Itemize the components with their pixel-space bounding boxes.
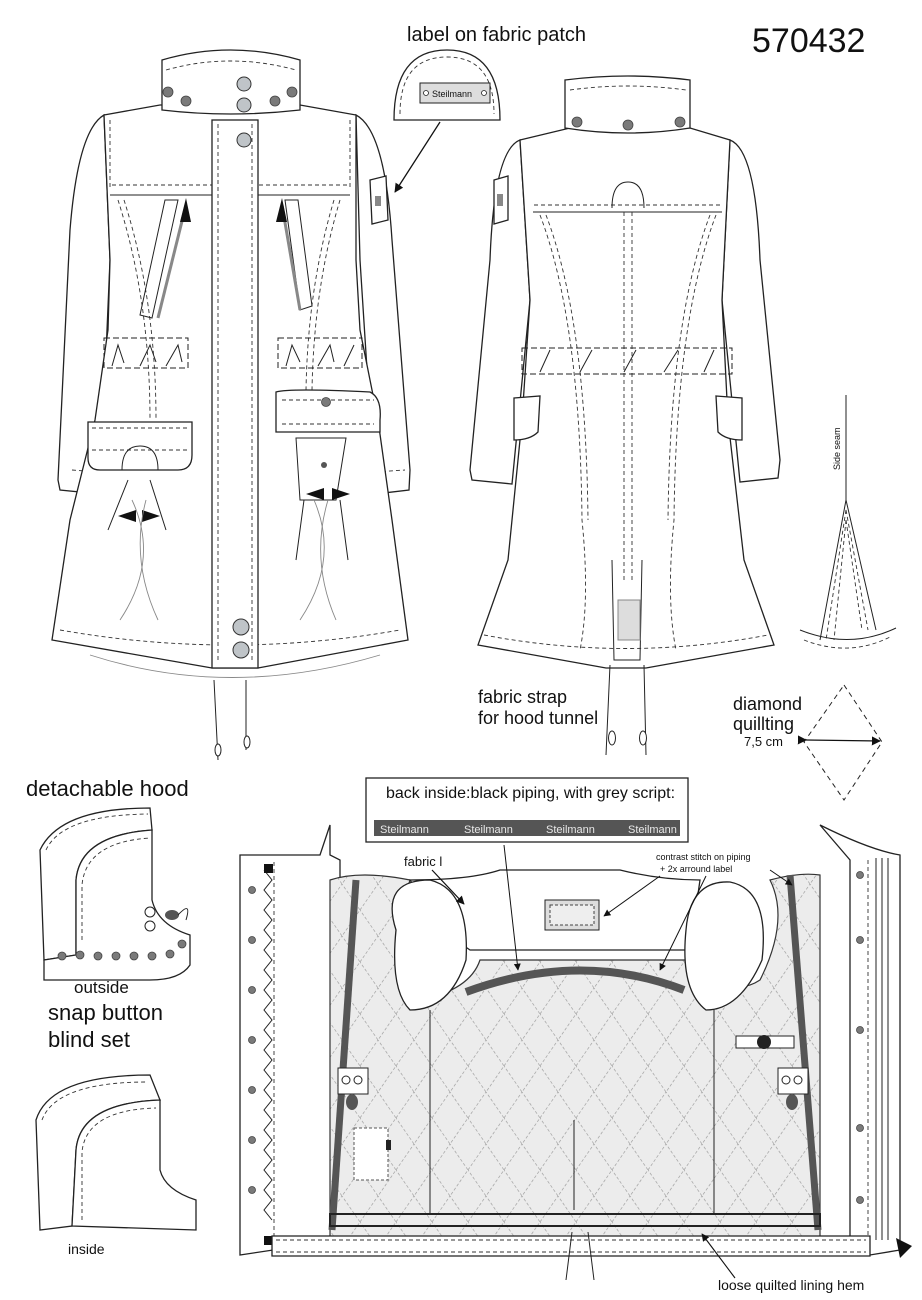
fabric-strap-label-2: for hood tunnel	[478, 708, 598, 728]
label-on-fabric-patch-text: label on fabric patch	[407, 24, 586, 46]
back-inside-label: back inside:black piping, with grey scri…	[386, 785, 675, 802]
piping-script-3: Steilmann	[546, 824, 595, 836]
fabric-patch-label: Steilmann	[393, 49, 501, 193]
back-view-coat	[469, 75, 781, 756]
fabric-strap-label-1: fabric strap	[478, 687, 567, 707]
detachable-hood-title: detachable hood	[26, 776, 189, 801]
loose-hem-label: loose quilted lining hem	[718, 1277, 864, 1293]
hood-outside	[39, 807, 191, 981]
diamond-label-1: diamond	[733, 694, 802, 714]
diamond-label-2: quillting	[733, 714, 794, 734]
side-seam-label: Side seam	[832, 427, 842, 470]
diamond-size: 7,5 cm	[744, 734, 783, 749]
contrast-stitch-label-2: + 2x arround label	[660, 864, 732, 874]
diamond-quilting-detail: diamond quillting 7,5 cm	[733, 684, 883, 801]
piping-script-4: Steilmann	[628, 824, 677, 836]
hood-inside	[35, 1074, 197, 1231]
piping-script-1: Steilmann	[380, 824, 429, 836]
front-view-coat	[51, 49, 411, 761]
outside-label: outside	[74, 978, 129, 997]
article-number: 570432	[752, 22, 865, 60]
piping-script-2: Steilmann	[464, 824, 513, 836]
contrast-stitch-label-1: contrast stitch on piping	[656, 852, 751, 862]
lining-callout-box: back inside:black piping, with grey scri…	[365, 777, 689, 843]
snap-button-label-1: snap button	[48, 1000, 163, 1025]
snap-button-label-2: blind set	[48, 1027, 130, 1052]
inside-lining-view	[239, 824, 901, 1281]
side-seam-detail: Side seam	[799, 395, 897, 649]
patch-brand-text: Steilmann	[432, 89, 472, 99]
inside-label: inside	[68, 1241, 105, 1257]
fabric-l-label: fabric l	[404, 854, 442, 869]
